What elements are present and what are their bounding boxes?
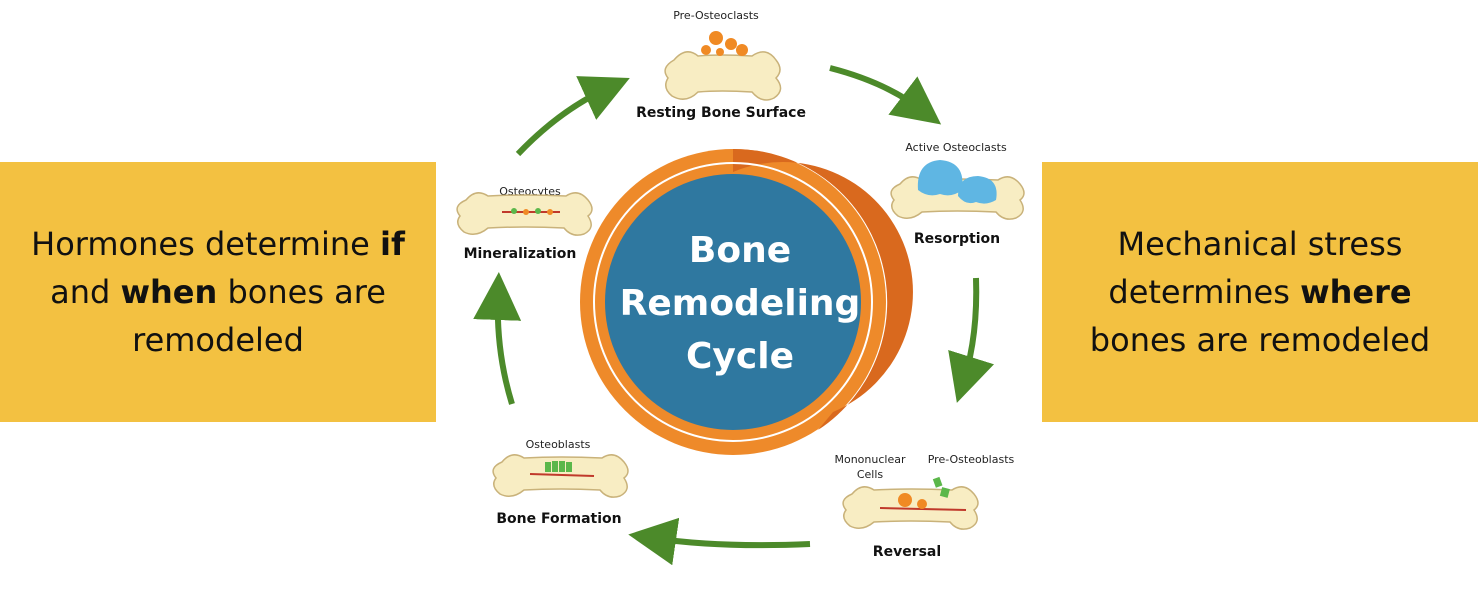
arrow-formation-to-mineralization — [473, 272, 522, 405]
arrow-mineralization-to-resting — [515, 76, 630, 157]
mechanical-stress-box: Mechanical stress determines where bones… — [1042, 162, 1478, 422]
bone-icon — [664, 51, 782, 101]
bone-icon — [492, 454, 629, 498]
mononuclear-cells-icon — [898, 493, 927, 509]
osteoblasts-label: Osteoblasts — [526, 438, 591, 451]
pre-osteoclasts-label: Pre-Osteoclasts — [673, 9, 759, 22]
stage-formation: Osteoblasts Bone Formation — [492, 438, 629, 527]
center-cycle: Bone Remodeling Cycle 30-40 DAYS 120 DAY… — [559, 148, 941, 455]
cement-line — [529, 473, 595, 477]
ring-dark-segment — [733, 148, 913, 430]
center-title-2: Remodeling — [620, 283, 861, 324]
mononuclear-cells-label: Cells — [857, 468, 884, 481]
hormones-text: Hormones determine if and when bones are… — [31, 225, 405, 359]
center-title-3: Cycle — [686, 336, 794, 377]
pre-osteoclast-cells-icon — [701, 31, 748, 56]
ring-inner-line — [593, 162, 873, 442]
pre-osteoblasts-label: Pre-Osteoblasts — [928, 453, 1015, 466]
reversal-title: Reversal — [873, 544, 941, 560]
mononuclear-label: Mononuclear — [834, 453, 905, 466]
ring-label-left: 120 DAYS — [559, 279, 578, 347]
stage-mineralization: Osteocytes Mineralization — [456, 185, 593, 262]
active-osteoclasts-label: Active Osteoclasts — [905, 141, 1007, 154]
hormones-box: Hormones determine if and when bones are… — [0, 162, 436, 422]
resorption-title: Resorption — [914, 231, 1000, 247]
formation-title: Bone Formation — [496, 511, 621, 527]
ring-label-right: 30-40 DAYS — [921, 257, 941, 339]
center-title-1: Bone — [689, 230, 791, 271]
mechanical-stress-text: Mechanical stress determines where bones… — [1089, 225, 1431, 359]
arrow-resting-to-resorption — [829, 65, 942, 125]
osteoblast-cells-icon — [545, 461, 572, 472]
resting-title: Resting Bone Surface — [636, 105, 806, 121]
center-circle — [605, 174, 861, 430]
arrow-reversal-to-formation — [628, 517, 811, 566]
stage-resting: Pre-Osteoclasts Resting Bone Surface — [636, 9, 806, 121]
mineralization-title: Mineralization — [464, 246, 577, 262]
pre-osteoblast-cells-icon — [932, 476, 950, 498]
cycle-arrows — [473, 65, 995, 566]
arrow-resorption-to-reversal — [948, 277, 995, 403]
osteocyte-cells-icon — [511, 208, 553, 215]
stage-resorption: Active Osteoclasts Resorption — [890, 141, 1025, 247]
stage-reversal: Mononuclear Cells Pre-Osteoblasts Revers… — [834, 453, 1014, 560]
cement-line — [879, 507, 967, 511]
osteoclast-icon — [917, 160, 997, 204]
